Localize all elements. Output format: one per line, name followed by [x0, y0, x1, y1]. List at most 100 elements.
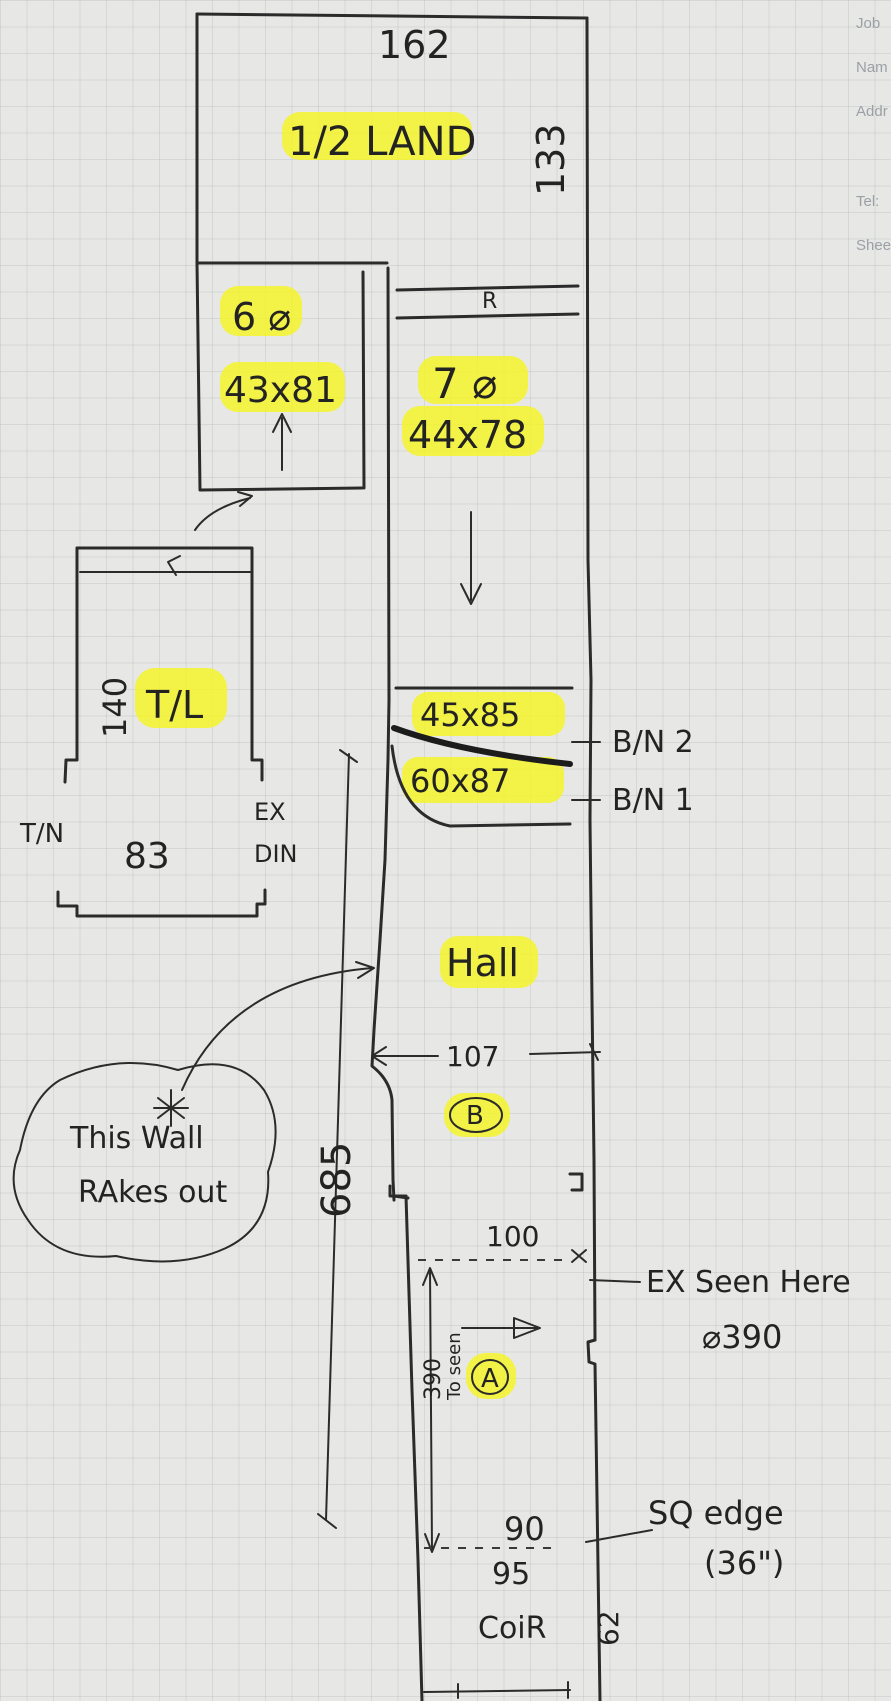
note-line-1: This Wall — [69, 1121, 204, 1156]
highlight-6 — [220, 286, 302, 336]
tl-arrow-small — [167, 555, 181, 576]
note-asterisk — [153, 1089, 189, 1127]
ex-seen-cross — [571, 1249, 587, 1263]
note-bubble — [12, 961, 375, 1263]
label-hall-width: 107 — [446, 1040, 499, 1073]
label-to-seen-390: 390 — [421, 1358, 446, 1400]
flight-6 — [195, 261, 366, 492]
hall-left-wall-lower — [404, 1194, 424, 1701]
label-ex-seen-dim: ⌀390 — [702, 1318, 782, 1356]
direction-arrow-head — [513, 1317, 541, 1339]
label-tn: T/N — [19, 819, 64, 849]
label-flight6-step: 6 ⌀ — [232, 295, 291, 339]
right-wall-bottom — [586, 1338, 602, 1701]
label-sq-edge: SQ edge — [648, 1494, 784, 1532]
marker-b-circle — [449, 1097, 503, 1133]
tl-left-wall — [63, 546, 79, 784]
tl-top-right — [75, 546, 264, 782]
highlight-45x85 — [412, 692, 565, 736]
margin-address: Addr — [856, 103, 888, 120]
label-width-90: 90 — [504, 1510, 545, 1548]
winders — [390, 686, 601, 828]
hall-outline — [195, 12, 602, 1701]
label-top-height: 133 — [529, 123, 573, 196]
highlight-60x87 — [402, 757, 564, 803]
label-flight7-size: 44x78 — [408, 413, 527, 457]
dim-bottom-ticks — [457, 1681, 569, 1699]
dim-390-arrow-top — [422, 1267, 438, 1286]
label-flight6-size: 43x81 — [224, 370, 337, 411]
margin-job: Job — [856, 15, 880, 32]
dim-107-right — [529, 1051, 601, 1055]
label-end-62: 62 — [592, 1610, 625, 1646]
label-ex-seen: EX Seen Here — [646, 1265, 851, 1300]
label-ex: EX — [254, 798, 286, 826]
marker-a-circle — [471, 1359, 509, 1395]
flight-7-arrow-head — [460, 583, 482, 605]
margin-tel: Tel: — [856, 193, 879, 210]
highlight-43x81 — [220, 362, 345, 412]
label-b: B — [466, 1101, 484, 1131]
note-leader — [181, 967, 373, 1091]
right-wall-lower — [588, 678, 597, 1342]
dim-107-tick — [589, 1043, 599, 1061]
label-r: R — [482, 289, 497, 314]
highlight-tl — [135, 668, 227, 728]
highlight-44x78 — [402, 406, 544, 456]
highlight-half-land — [282, 112, 472, 160]
lower-hall-dims — [418, 1249, 653, 1699]
hall-notch-left — [388, 1184, 408, 1198]
flight-7-top-line — [395, 284, 580, 292]
label-a: A — [481, 1364, 499, 1394]
dimension-685 — [317, 749, 358, 1529]
flight-6-arrow-head — [272, 413, 292, 433]
flight-6-right-wall — [361, 270, 366, 490]
label-sq-edge-size: (36") — [704, 1544, 784, 1582]
label-hall: Hall — [446, 941, 519, 985]
label-tl: T/L — [145, 683, 203, 727]
highlight-hall — [440, 936, 538, 988]
flight-6-outline — [195, 261, 364, 492]
label-bin2-size: 45x85 — [420, 696, 520, 734]
label-din: DIN — [254, 840, 298, 868]
label-bin2: B/N 2 — [612, 725, 694, 760]
dim-bottom-line — [423, 1689, 571, 1693]
dim-107-arrowhead — [371, 1046, 387, 1066]
note-cloud — [12, 1061, 277, 1263]
label-coir: CoiR — [478, 1611, 546, 1646]
note-leader-arrowhead — [355, 961, 375, 979]
hall-left-wall — [370, 266, 396, 1202]
dim-390-line — [429, 1269, 433, 1551]
tl-to-flight6-arrow — [194, 497, 251, 531]
highlight-7 — [418, 356, 528, 404]
tl-room — [56, 491, 267, 918]
label-tl-width: 83 — [124, 836, 170, 877]
dim-685-tick-bottom — [317, 1513, 337, 1529]
label-top-width: 162 — [378, 23, 451, 67]
margin-sheet: Shee — [856, 237, 891, 254]
label-tl-length: 140 — [96, 677, 134, 738]
label-to-seen-text: To seen — [444, 1332, 465, 1401]
sq-edge-leader — [585, 1529, 653, 1543]
landing-top-wall — [195, 12, 589, 20]
right-wall-upper — [585, 16, 593, 682]
label-flight7-step: 7 ⌀ — [432, 359, 497, 408]
label-bin1: B/N 1 — [612, 783, 694, 818]
tl-bottom-wall — [56, 888, 267, 918]
flight-7-second-line — [395, 312, 580, 320]
hall-notch-right — [568, 1172, 584, 1192]
margin-name: Nam — [856, 59, 888, 76]
tl-to-flight6-arrowhead — [237, 491, 253, 507]
label-width-95: 95 — [492, 1557, 530, 1592]
highlight-b — [444, 1093, 510, 1137]
winder-heavy-line — [391, 725, 573, 767]
note-line-2: RAkes out — [78, 1175, 227, 1210]
label-half-land: 1/2 LAND — [288, 119, 476, 165]
winder-bottom — [390, 744, 572, 828]
margin-print: Job Nam Addr Tel: Shee — [856, 15, 891, 254]
label-bin1-size: 60x87 — [410, 762, 510, 800]
dimension-107 — [371, 1043, 601, 1066]
dim-685-tick-top — [339, 749, 358, 763]
dim-390-arrow-bottom — [424, 1533, 440, 1553]
